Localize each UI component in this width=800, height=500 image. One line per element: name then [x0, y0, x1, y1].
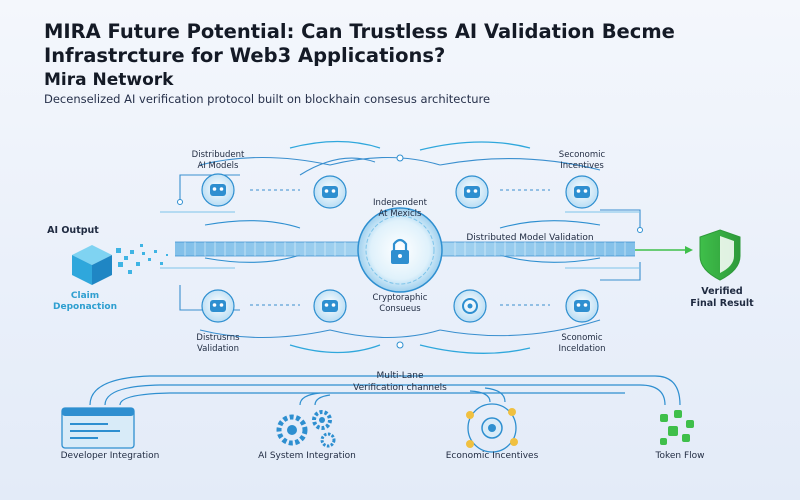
- robot-icon: [322, 300, 338, 312]
- node-label-bottom-center: Cryptoraphic Consueus: [372, 293, 428, 314]
- lock-icon: [391, 238, 409, 264]
- robot-icon: [574, 300, 590, 312]
- node-top-right: [565, 175, 599, 209]
- core-lock-node: [357, 207, 443, 293]
- page-description: Decenselized AI verification protocol bu…: [44, 92, 491, 106]
- integration-label-developer: Developer Integration: [60, 451, 160, 461]
- claim-label: Claim Deponaction: [53, 291, 117, 312]
- output-label: Verified Final Result: [690, 286, 754, 309]
- shield-check-icon: [699, 229, 741, 281]
- gears-icon: [276, 410, 336, 448]
- node-top-mid-right: [455, 175, 489, 209]
- node-label-top-center: Independent At Mexicls: [373, 198, 427, 219]
- code-window-icon: [61, 407, 135, 449]
- page-title: MIRA Future Potential: Can Trustless AI …: [44, 20, 675, 67]
- integration-label-economic: Economic Incentives: [445, 451, 539, 461]
- robot-icon: [210, 300, 226, 312]
- coin-cycle-icon: [466, 403, 518, 453]
- channel-lines: [89, 375, 681, 406]
- node-label-top-left: Distribudent AI Models: [191, 150, 245, 171]
- page-subtitle: Mira Network: [44, 70, 174, 90]
- node-bottom-mid-left: [313, 289, 347, 323]
- node-top-mid-left: [313, 175, 347, 209]
- integration-label-token-flow: Token Flow: [655, 451, 705, 461]
- integration-label-ai-system: AI System Integration: [258, 451, 356, 461]
- channels-label: Multi-Lane Verification channels: [353, 371, 447, 393]
- input-label: AI Output: [47, 225, 99, 236]
- robot-icon: [210, 184, 226, 196]
- robot-icon: [464, 186, 480, 198]
- connector-dots: [177, 154, 643, 349]
- node-label-bottom-right: Sconomic Inceldation: [558, 333, 606, 354]
- output-arrow: [635, 246, 693, 254]
- core-label: Distributed Model Validation: [466, 233, 594, 243]
- node-top-left: [201, 173, 235, 207]
- node-bottom-left: [201, 289, 235, 323]
- ai-output-cube-icon: [72, 244, 168, 285]
- token-network-icon: [660, 410, 694, 445]
- node-label-top-right: Seconomic Incentives: [558, 150, 606, 171]
- node-bottom-right: [565, 289, 599, 323]
- gear-icon: [462, 298, 478, 314]
- robot-icon: [574, 186, 590, 198]
- node-bottom-mid-right: [453, 289, 487, 323]
- node-label-bottom-left: Distrusrns Validation: [196, 333, 240, 354]
- robot-icon: [322, 186, 338, 198]
